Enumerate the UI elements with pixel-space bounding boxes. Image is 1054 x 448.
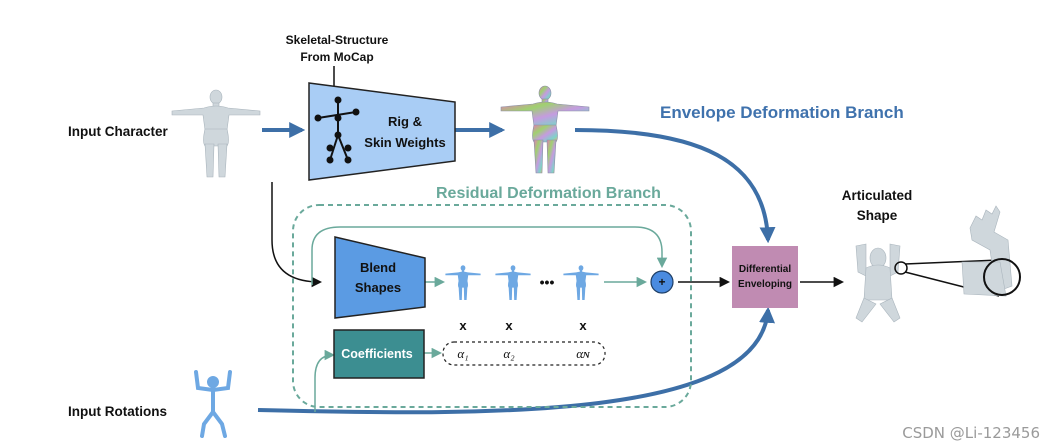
enveloping-label: Enveloping (738, 279, 792, 290)
blend-shape-figure-1 (445, 265, 481, 300)
alpha-coefficients-box (442, 341, 606, 366)
blend-shape-figure-2 (495, 265, 531, 300)
arrow-rotations-to-enveloping (257, 306, 776, 415)
rig-label: Rig & (388, 114, 422, 129)
input-character-label: Input Character (68, 124, 169, 139)
skeletal-mocap-label: From MoCap (300, 50, 373, 64)
arrow-rotations-to-coef (314, 349, 336, 412)
skeletal-structure-label: Skeletal-Structure (286, 33, 389, 47)
skin-weights-label: Skin Weights (364, 135, 445, 150)
input-character-figure (171, 89, 261, 178)
input-rotations-skeleton-icon (194, 370, 232, 438)
envelope-branch-title: Envelope Deformation Branch (660, 103, 904, 122)
zoomed-arm-figure (961, 205, 1013, 297)
blend-label: Blend (360, 260, 396, 275)
alpha-2: α₂ (503, 346, 515, 361)
sum-plus-sign: + (658, 275, 665, 289)
rig-skin-weights-block (308, 82, 456, 181)
zoom-lens-small (894, 261, 908, 275)
articulated-shape-figure (855, 243, 901, 323)
multiply-sign-n: x (579, 318, 587, 333)
residual-branch-title: Residual Deformation Branch (436, 185, 661, 202)
arrow-input-to-blend (271, 182, 323, 288)
zoom-lens-large (983, 258, 1021, 296)
differential-enveloping-block (732, 246, 798, 308)
ellipsis-dots: ••• (540, 274, 555, 290)
multiply-sign-1: x (459, 318, 467, 333)
shapes-label: Shapes (355, 280, 401, 295)
differential-label: Differential (739, 264, 791, 275)
blend-shape-figure-n (563, 265, 599, 300)
watermark: CSDN @Li-123456 (902, 424, 1040, 442)
alpha-1: α₁ (457, 346, 468, 361)
alpha-n: αɴ (576, 346, 590, 361)
articulated-label: Articulated (842, 188, 913, 203)
arrow-envelope-branch (574, 128, 776, 244)
multiply-sign-2: x (505, 318, 513, 333)
skeleton-icon (314, 96, 360, 164)
input-rotations-label: Input Rotations (68, 404, 167, 419)
sum-node (650, 270, 674, 294)
residual-branch-box (292, 204, 692, 408)
arrow-residual-loop (311, 226, 668, 285)
blend-shapes-block (334, 236, 426, 319)
zoom-line-top (904, 259, 1000, 265)
shape-label: Shape (857, 208, 898, 223)
coefficients-block (333, 329, 425, 379)
coefficients-label: Coefficients (341, 347, 413, 361)
